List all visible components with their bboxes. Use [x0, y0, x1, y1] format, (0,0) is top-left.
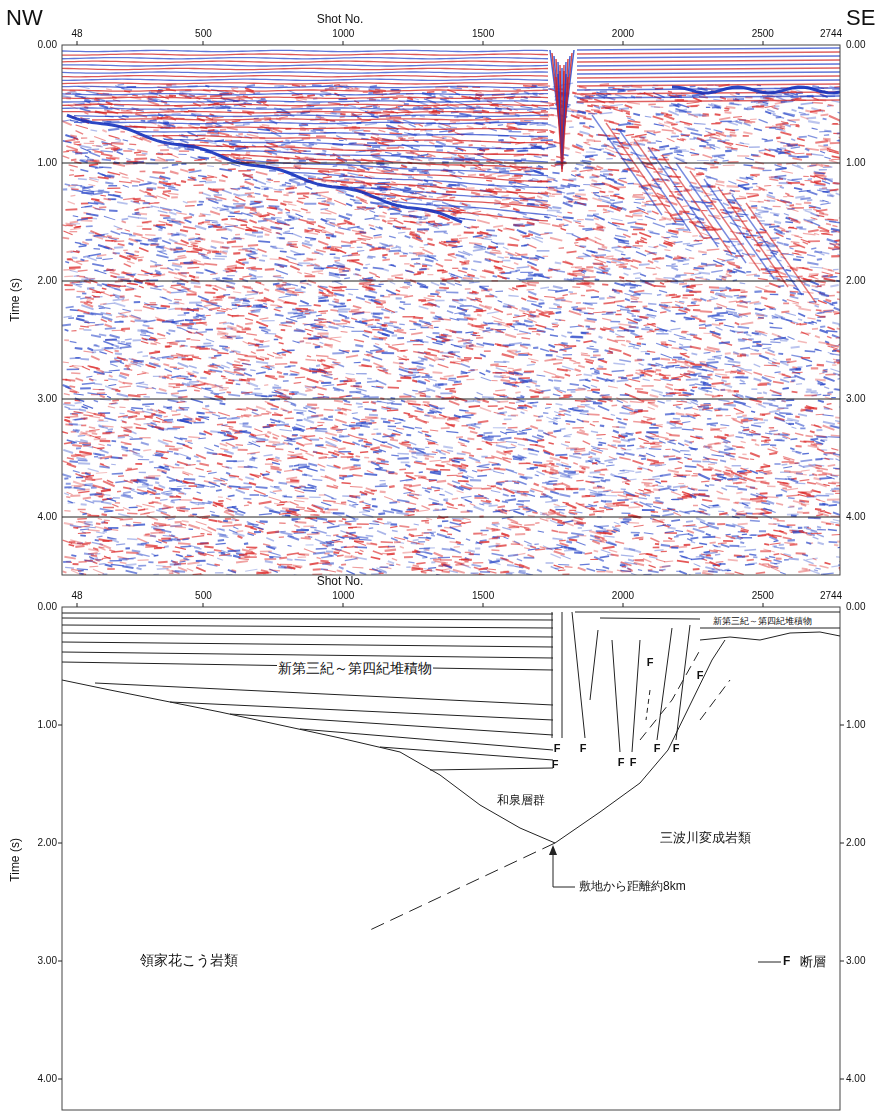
axis-label: 1.00	[846, 719, 865, 731]
axis-label: 新第三紀～第四紀堆積物	[277, 660, 433, 676]
axis-label: 1500	[472, 28, 494, 40]
seismic-section	[62, 45, 840, 575]
axis-label: Time (s)	[9, 278, 23, 322]
axis-label: Shot No.	[317, 13, 364, 27]
axis-label: 2500	[752, 590, 774, 602]
axis-label: F	[580, 742, 587, 755]
axis-label: F	[697, 669, 704, 682]
axis-label: 3.00	[38, 955, 57, 967]
axis-label: 4.00	[846, 1073, 865, 1085]
axis-label: 領家花こう岩類	[140, 952, 238, 968]
axis-label: 1000	[332, 28, 354, 40]
axis-label: 48	[71, 590, 82, 602]
axis-label: 2744	[820, 28, 842, 40]
axis-label: 敷地から距離約8km	[579, 880, 686, 894]
axis-label: F	[630, 756, 637, 769]
axis-label: 1.00	[38, 719, 57, 731]
axis-label: 2500	[752, 28, 774, 40]
axis-label: 500	[195, 28, 212, 40]
axis-label: 0.00	[38, 601, 57, 613]
axis-label: 2.00	[846, 275, 865, 287]
axis-label: 1500	[472, 590, 494, 602]
legend-text: 断層	[800, 955, 826, 970]
axis-label: 0.00	[38, 39, 57, 51]
axis-label: 0.00	[846, 39, 865, 51]
axis-label: F	[552, 758, 559, 771]
axis-label: 2.00	[38, 837, 57, 849]
axis-label: F	[654, 742, 661, 755]
axis-label: 1.00	[846, 157, 865, 169]
axis-label: 4.00	[38, 511, 57, 523]
axis-label: Shot No.	[317, 575, 364, 589]
axis-label: F	[647, 656, 654, 669]
axis-label: 3.00	[38, 393, 57, 405]
axis-label: 2000	[612, 28, 634, 40]
axis-label: 2.00	[38, 275, 57, 287]
axis-label: F	[554, 742, 561, 755]
axis-label: 3.00	[846, 955, 865, 967]
axis-label: Time (s)	[9, 838, 23, 882]
axis-label: 新第三紀～第四紀堆積物	[712, 616, 813, 626]
axis-label: 1000	[332, 590, 354, 602]
axis-label: 和泉層群	[497, 794, 545, 808]
axis-label: 3.00	[846, 393, 865, 405]
axis-label: 4.00	[38, 1073, 57, 1085]
axis-label: 48	[71, 28, 82, 40]
axis-label: 2744	[820, 590, 842, 602]
axis-label: F	[673, 742, 680, 755]
axis-label: SE	[846, 5, 875, 30]
axis-label: 4.00	[846, 511, 865, 523]
axis-label: 2000	[612, 590, 634, 602]
axis-label: 三波川変成岩類	[660, 831, 751, 846]
axis-label: NW	[6, 5, 43, 30]
axis-label: 2.00	[846, 837, 865, 849]
axis-label: 0.00	[846, 601, 865, 613]
axis-label: F	[618, 756, 625, 769]
axis-label: F	[783, 955, 790, 969]
axis-label: 500	[195, 590, 212, 602]
axis-label: 1.00	[38, 157, 57, 169]
